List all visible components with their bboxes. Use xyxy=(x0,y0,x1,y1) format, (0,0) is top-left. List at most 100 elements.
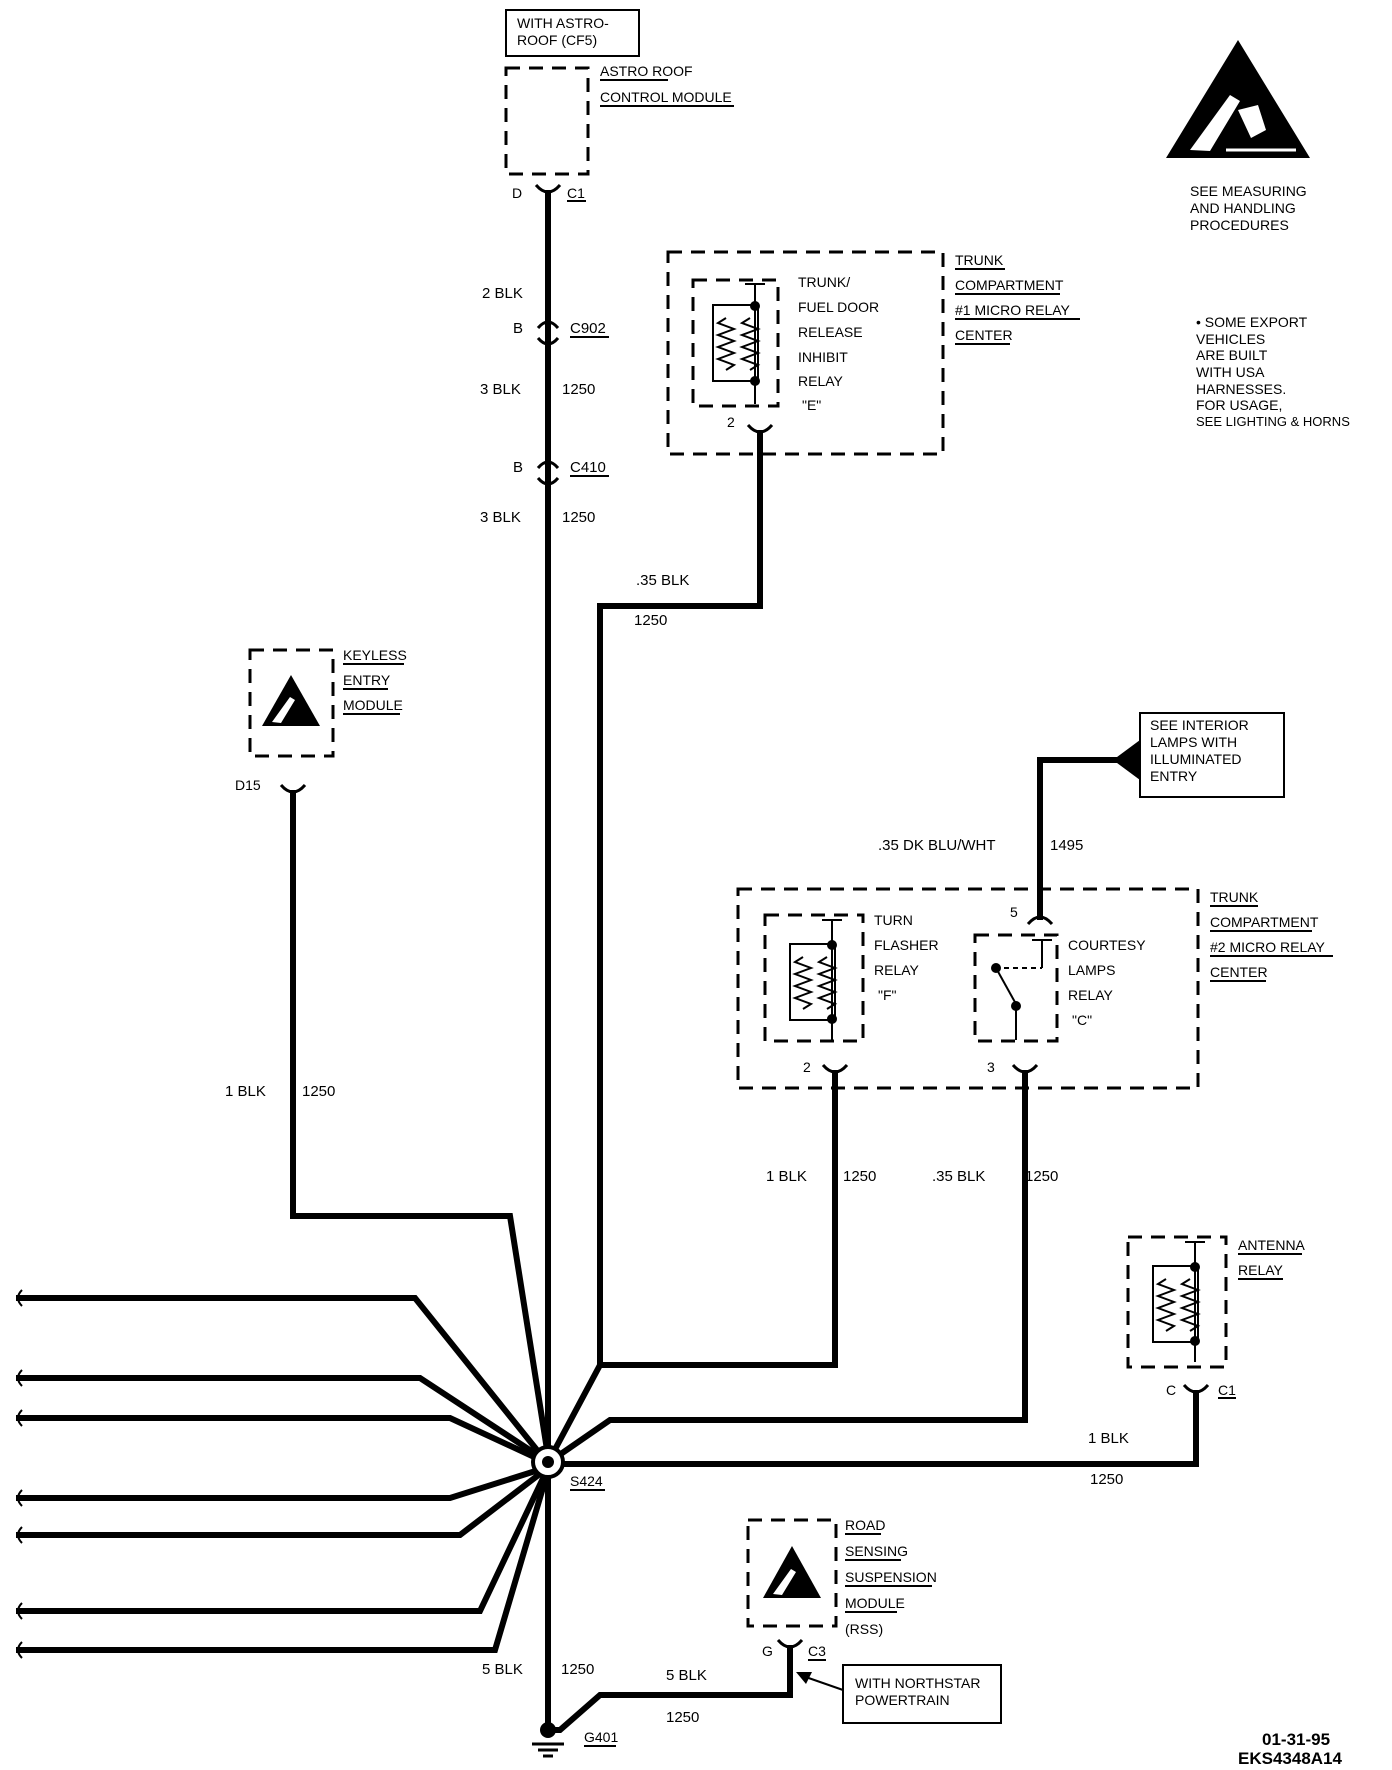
rss-circuit: 1250 xyxy=(666,1709,699,1726)
splice-label: S424 xyxy=(570,1473,603,1489)
interior-note-line4: ENTRY xyxy=(1150,768,1198,784)
astro-option-line1: WITH ASTRO- xyxy=(517,15,609,31)
courtesy-lamps-relay-symbol xyxy=(991,939,1052,1040)
interior-lamps-wire xyxy=(1037,757,1118,920)
export-note-line2: VEHICLES xyxy=(1196,331,1265,347)
fanout-wire-7 xyxy=(16,1473,550,1653)
astro-module-line1: ASTRO ROOF xyxy=(600,63,693,79)
antenna-wire xyxy=(556,1390,1199,1467)
relay-center-1-line2: COMPARTMENT xyxy=(955,277,1064,293)
court-line1: COURTESY xyxy=(1068,937,1146,953)
relay-center-2-group: TURN FLASHER RELAY "F" COURTESY LAMPS RE… xyxy=(736,887,1333,1185)
astro-option-line2: ROOF (CF5) xyxy=(517,32,597,48)
astro-connector: C1 xyxy=(567,185,585,201)
interior-note-line3: ILLUMINATED xyxy=(1150,751,1242,767)
courtesy-lamps-relay-box xyxy=(973,933,1059,1043)
export-note-line3: ARE BUILT xyxy=(1196,347,1268,363)
fanout-wire-2 xyxy=(16,1375,547,1463)
relay-e-line5: RELAY xyxy=(798,373,844,389)
antenna-connector: C1 xyxy=(1218,1382,1236,1398)
courtesy-pin-bottom: 3 xyxy=(987,1059,995,1075)
ground-circuit: 1250 xyxy=(561,1661,594,1678)
esd-note-line2: AND HANDLING xyxy=(1190,200,1296,216)
court-line4: "C" xyxy=(1072,1012,1092,1028)
northstar-line2: POWERTRAIN xyxy=(855,1692,950,1708)
astro-roof-module-box xyxy=(504,66,590,176)
antenna-relay-group: ANTENNA RELAY C C1 1 BLK 1250 xyxy=(1088,1235,1306,1488)
fanout-wire-6 xyxy=(16,1470,549,1614)
rss-line2: SENSING xyxy=(845,1543,908,1559)
turn-line4: "F" xyxy=(878,987,897,1003)
c902-pin: B xyxy=(513,320,523,337)
antenna-wire-label: 1 BLK xyxy=(1088,1430,1129,1447)
keyless-entry-group: KEYLESS ENTRY MODULE D15 1 BLK 1250 xyxy=(225,647,407,1100)
relay-e-line3: RELEASE xyxy=(798,324,863,340)
antenna-relay-box xyxy=(1126,1235,1228,1369)
keyless-circuit: 1250 xyxy=(302,1083,335,1100)
rss-pin: G xyxy=(762,1643,773,1659)
esd-warning-group: SEE MEASURING AND HANDLING PROCEDURES xyxy=(1166,40,1310,233)
export-note-line4: WITH USA xyxy=(1196,364,1265,380)
keyless-wire-label: 1 BLK xyxy=(225,1083,266,1100)
rss-line5: (RSS) xyxy=(845,1621,883,1637)
relay-center-2-box xyxy=(736,887,1200,1090)
turn-pin: 2 xyxy=(803,1059,811,1075)
export-note: • SOME EXPORT VEHICLES ARE BUILT WITH US… xyxy=(1196,314,1350,429)
rss-line4: MODULE xyxy=(845,1595,905,1611)
c410-label: C410 xyxy=(570,459,606,476)
main-wire2: 3 BLK xyxy=(480,381,521,398)
relay-center-1-box xyxy=(666,250,945,456)
c410-pin: B xyxy=(513,459,523,476)
keyless-esd-icon xyxy=(262,675,320,726)
relay-e-line1: TRUNK/ xyxy=(798,274,850,290)
rss-line1: ROAD xyxy=(845,1517,885,1533)
rss-group: ROAD SENSING SUSPENSION MODULE (RSS) G C… xyxy=(666,1517,1002,1726)
interior-wire-label: .35 DK BLU/WHT xyxy=(878,837,996,854)
turn-circuit: 1250 xyxy=(843,1168,876,1185)
turn-flasher-relay-box xyxy=(763,913,865,1043)
keyless-line3: MODULE xyxy=(343,697,403,713)
turn-line1: TURN xyxy=(874,912,913,928)
courtesy-pin-top: 5 xyxy=(1010,904,1018,920)
main-wire3: 3 BLK xyxy=(480,509,521,526)
esd-warning-icon xyxy=(1166,40,1310,158)
relay-center-1-line3: #1 MICRO RELAY xyxy=(955,302,1071,318)
ground-icon xyxy=(532,1722,564,1758)
export-note-line7: SEE LIGHTING & HORNS xyxy=(1196,414,1350,429)
turn-flasher-wire xyxy=(600,1070,838,1368)
relay-e-wire xyxy=(549,430,763,1457)
astro-option-box xyxy=(505,9,640,57)
relay-e-line2: FUEL DOOR xyxy=(798,299,879,315)
interior-circuit: 1495 xyxy=(1050,837,1083,854)
rss-connector: C3 xyxy=(808,1643,826,1659)
export-note-line1: • SOME EXPORT xyxy=(1196,314,1308,330)
court-line3: RELAY xyxy=(1068,987,1114,1003)
main-wire1: 2 BLK xyxy=(482,285,523,302)
fanout-wire-4 xyxy=(16,1465,546,1501)
main-trunk-labels: 2 BLK B C902 3 BLK 1250 B C410 3 BLK 125… xyxy=(480,285,609,526)
splice-group: S424 xyxy=(531,1445,605,1491)
relay-center-2-line1: TRUNK xyxy=(1210,889,1259,905)
interior-lamps-note-box xyxy=(1139,712,1285,798)
courtesy-circuit: 1250 xyxy=(1025,1168,1058,1185)
astro-roof-group: WITH ASTRO- ROOF (CF5) ASTRO ROOF CONTRO… xyxy=(504,9,734,202)
courtesy-wire-label: .35 BLK xyxy=(932,1168,985,1185)
antenna-line2: RELAY xyxy=(1238,1262,1284,1278)
keyless-module-box xyxy=(248,648,335,758)
ground-group: 5 BLK 1250 G401 xyxy=(482,1661,618,1758)
relay-e-box xyxy=(691,278,780,408)
relay-e-wire-label: .35 BLK xyxy=(636,572,689,589)
turn-line2: FLASHER xyxy=(874,937,939,953)
wire-end-hooks xyxy=(17,1289,23,1659)
northstar-line1: WITH NORTHSTAR xyxy=(855,1675,980,1691)
relay-center-1-line1: TRUNK xyxy=(955,252,1004,268)
keyless-line2: ENTRY xyxy=(343,672,391,688)
rss-wire-label: 5 BLK xyxy=(666,1667,707,1684)
turn-flasher-relay-symbol xyxy=(789,919,842,1040)
relay-center-2-line3: #2 MICRO RELAY xyxy=(1210,939,1326,955)
astro-module-line2: CONTROL MODULE xyxy=(600,89,732,105)
ground-wire-label: 5 BLK xyxy=(482,1661,523,1678)
footer: 01-31-95 EKS4348A14 xyxy=(1238,1730,1343,1768)
fanout-wire-1 xyxy=(16,1295,548,1462)
